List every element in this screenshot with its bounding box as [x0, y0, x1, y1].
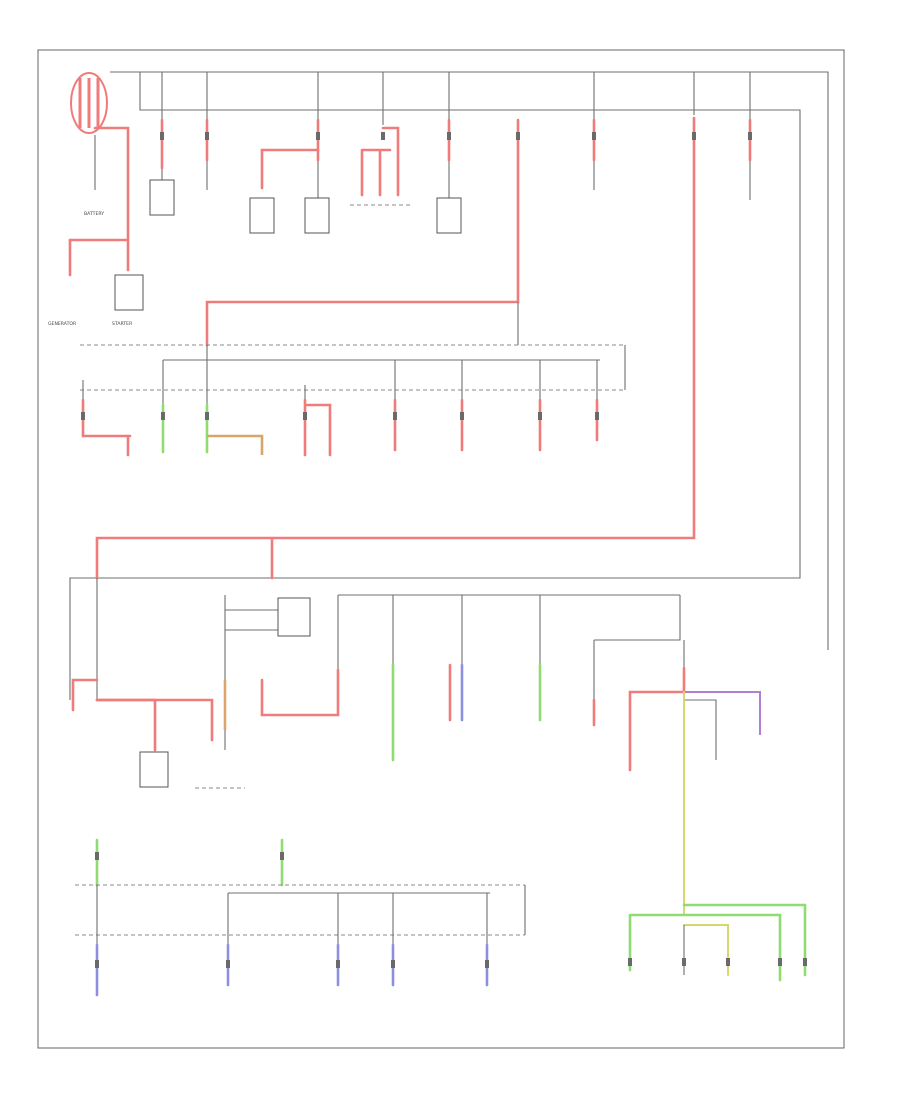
component-box-2 — [249, 197, 275, 234]
low-red-2 — [95, 698, 214, 742]
low-red-1 — [71, 678, 157, 752]
mid-red-2 — [303, 398, 332, 457]
diagram-frame — [37, 49, 845, 1049]
mid-orange — [207, 434, 264, 455]
low-drop-5 — [593, 595, 681, 700]
battery-symbol — [70, 72, 108, 190]
starter-box — [114, 274, 144, 311]
main-bus-top — [110, 71, 829, 650]
middle-fuse-section — [80, 344, 626, 457]
low-red-3 — [260, 668, 340, 717]
relay-lines — [224, 595, 280, 750]
top-red-1 — [260, 148, 320, 190]
low-yellow-branch — [683, 924, 729, 976]
main-bus-loop — [69, 72, 801, 700]
red-feed-mid — [205, 118, 520, 347]
low-red-6 — [628, 666, 686, 772]
component-box-low — [139, 751, 169, 788]
low-violet — [684, 691, 761, 735]
component-box-1 — [149, 179, 175, 216]
bottom-fuse-section — [75, 884, 526, 997]
low-bus — [337, 594, 680, 670]
component-box-4 — [436, 197, 462, 234]
battery-starter-wire — [93, 126, 130, 272]
low-black-r — [684, 699, 717, 760]
red-feed-lower — [95, 116, 696, 580]
battery-label: BATTERY — [84, 211, 104, 217]
relay-box — [277, 597, 311, 637]
top-fuse-drops — [161, 72, 751, 200]
lower-fuse-section — [71, 578, 807, 982]
top-red-2 — [360, 126, 400, 197]
generator-label: GENERATOR — [48, 321, 77, 327]
top-fuse-section: BATTERY GE — [48, 71, 829, 700]
mid-red-1 — [81, 398, 132, 438]
connector-pins — [81, 132, 807, 968]
component-box-3 — [304, 197, 330, 234]
starter-label: STARTER — [112, 321, 133, 327]
low-green-branches — [628, 903, 807, 982]
